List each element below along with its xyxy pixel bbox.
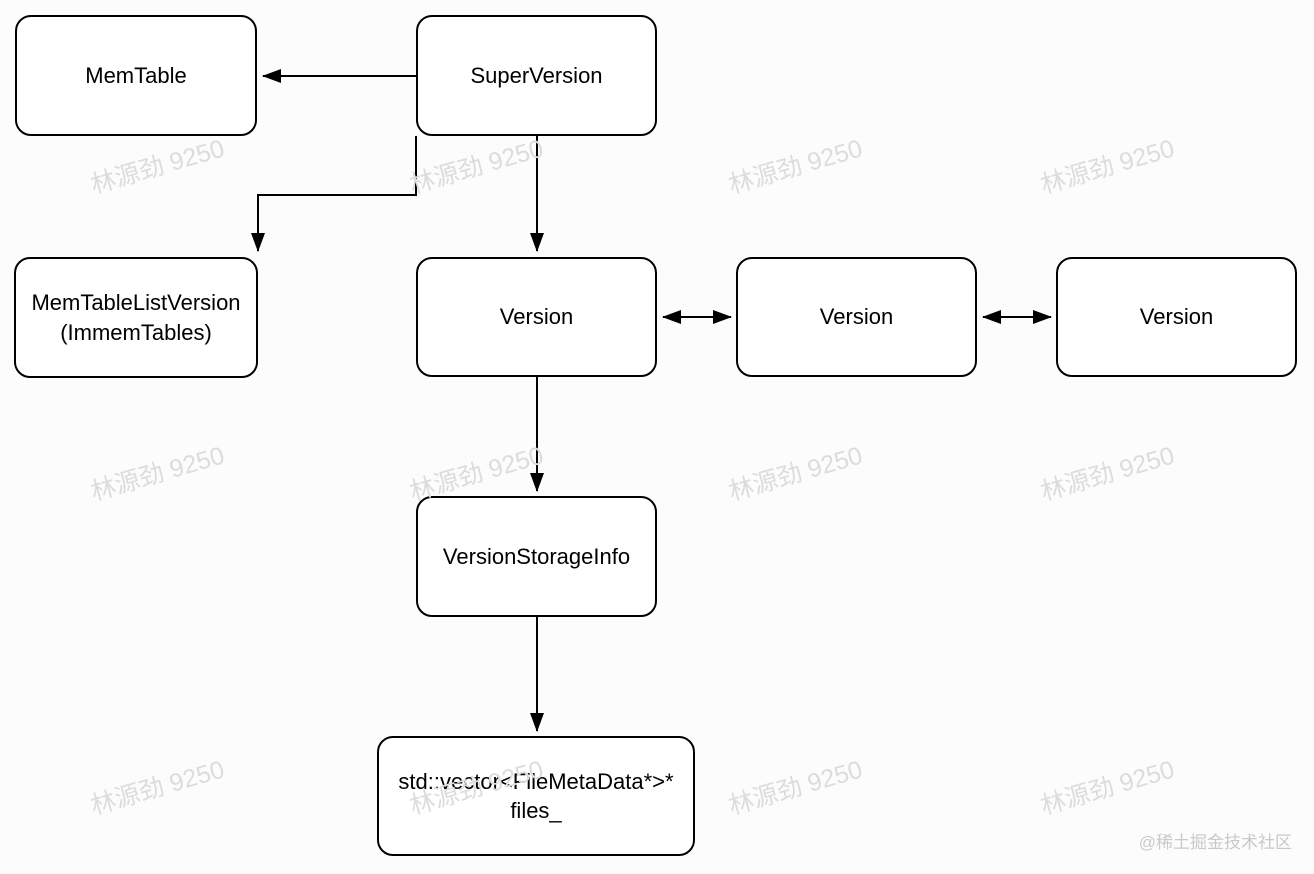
node-memtable: MemTable — [15, 15, 257, 136]
node-superversion: SuperVersion — [416, 15, 657, 136]
node-version-3: Version — [1056, 257, 1297, 377]
node-version-2: Version — [736, 257, 977, 377]
node-memtablelistversion: MemTableListVersion (ImmemTables) — [14, 257, 258, 378]
node-files-vector: std::vector<FileMetaData*>* files_ — [377, 736, 695, 856]
node-memtablelistversion-label-line1: MemTableListVersion — [31, 290, 241, 316]
node-superversion-label: SuperVersion — [470, 62, 603, 88]
node-versionstorageinfo: VersionStorageInfo — [416, 496, 657, 617]
node-version-3-label: Version — [1139, 304, 1214, 330]
node-memtablelistversion-label-line2: (ImmemTables) — [60, 319, 212, 345]
node-memtable-label: MemTable — [85, 62, 187, 88]
node-version-2-label: Version — [819, 304, 894, 330]
node-version-1: Version — [416, 257, 657, 377]
node-versionstorageinfo-label: VersionStorageInfo — [442, 543, 631, 569]
node-version-1-label: Version — [499, 304, 574, 330]
edge-superversion-to-memtablelistversion-arrow — [251, 136, 417, 252]
node-files-vector-label-line2: files_ — [510, 798, 562, 823]
node-files-vector-label-line1: std::vector<FileMetaData*>* — [398, 768, 674, 794]
